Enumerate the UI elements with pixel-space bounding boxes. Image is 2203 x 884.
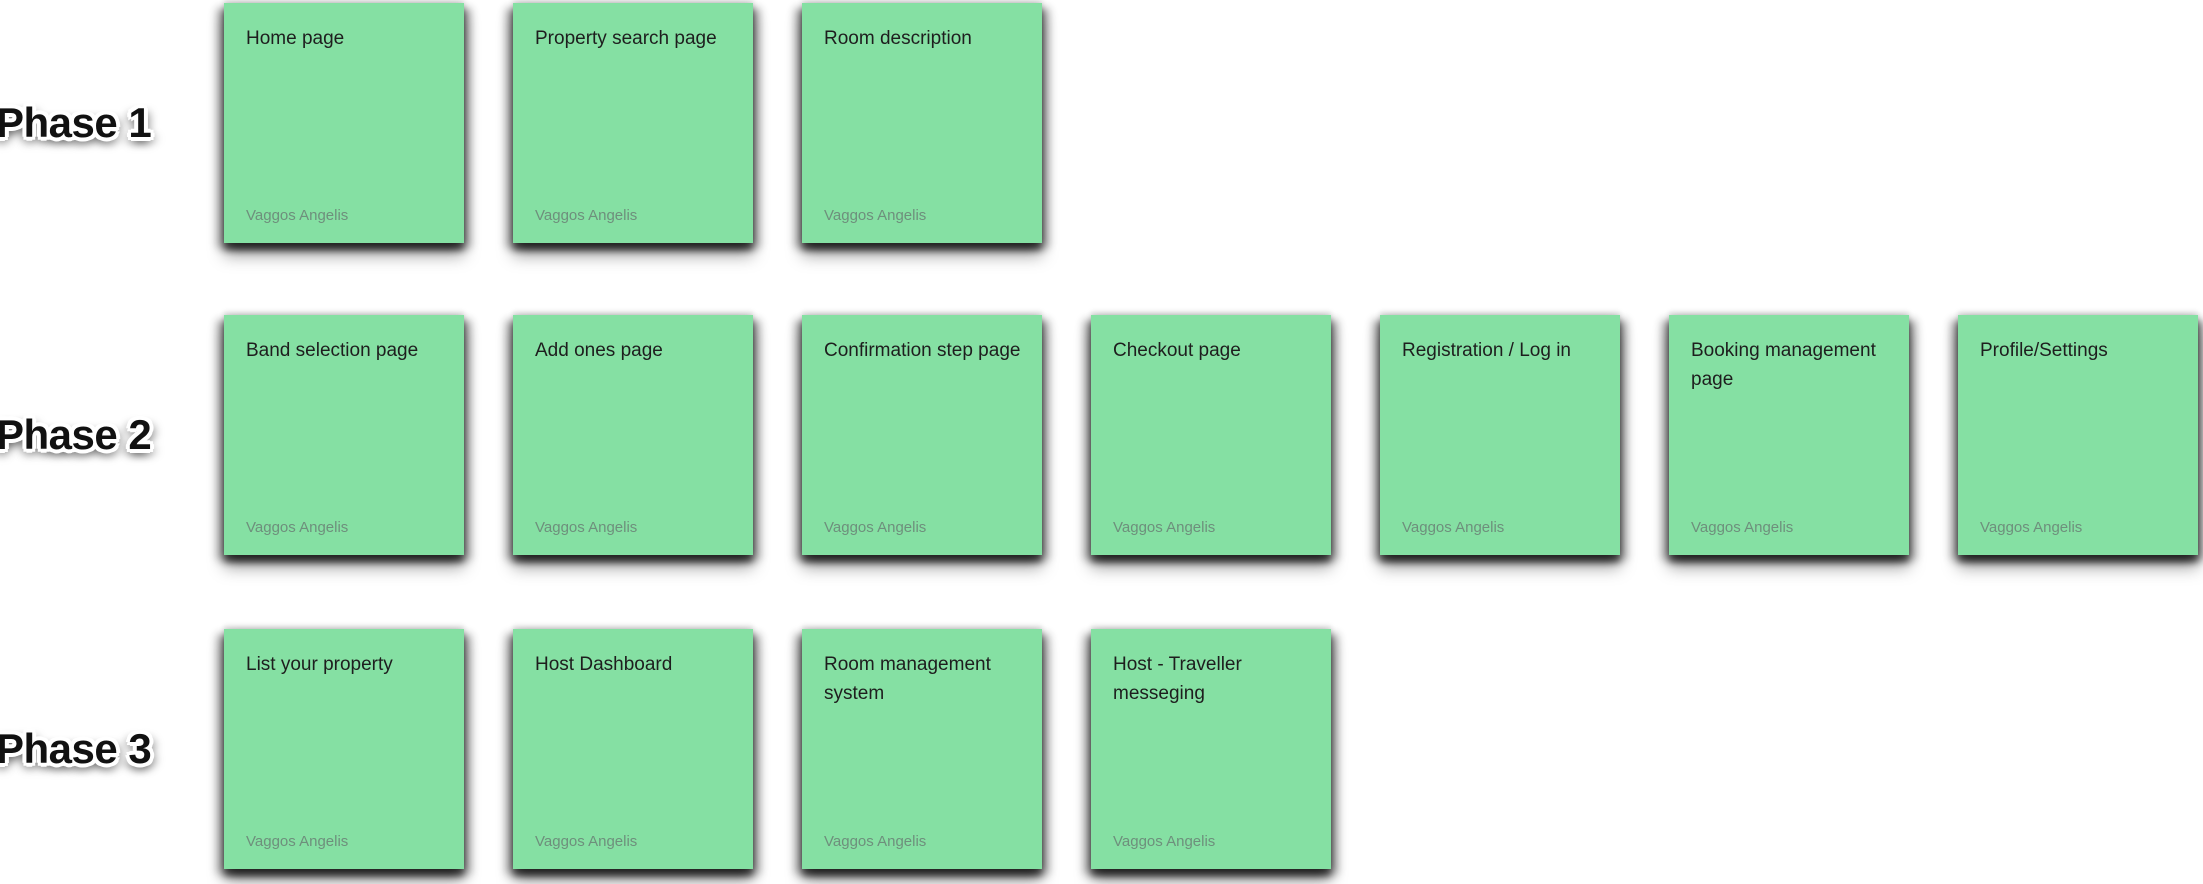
sticky-note-author: Vaggos Angelis: [246, 207, 349, 224]
sticky-note-title: Add ones page: [535, 340, 663, 361]
sticky-note-title: Profile/Settings: [1980, 340, 2108, 361]
sticky-note-author: Vaggos Angelis: [246, 519, 349, 536]
sticky-note-author: Vaggos Angelis: [824, 207, 927, 224]
sticky-note-author: Vaggos Angelis: [246, 833, 349, 850]
sticky-note-title: Property search page: [535, 28, 717, 49]
sticky-note-author: Vaggos Angelis: [535, 833, 638, 850]
phase-label[interactable]: Phase 3: [0, 725, 152, 772]
phase-label[interactable]: Phase 2: [0, 411, 152, 458]
sticky-note-title: Room description: [824, 28, 972, 49]
sticky-note-title: Registration / Log in: [1402, 340, 1571, 361]
sticky-note-author: Vaggos Angelis: [535, 207, 638, 224]
sticky-note-author: Vaggos Angelis: [824, 519, 927, 536]
sticky-note-title: Confirmation step page: [824, 340, 1021, 361]
sticky-note-title: Home page: [246, 28, 345, 49]
phase-label[interactable]: Phase 1: [0, 99, 152, 146]
sticky-note-title: Checkout page: [1113, 340, 1241, 361]
sticky-note-title: List your property: [246, 654, 393, 675]
sticky-note-title: Band selection page: [246, 340, 419, 361]
sticky-note-title: Booking management page: [1691, 340, 1876, 390]
sticky-note-author: Vaggos Angelis: [535, 519, 638, 536]
sticky-note[interactable]: Registration / Log in Vaggos Angelis: [1380, 315, 1620, 555]
sticky-note-author: Vaggos Angelis: [1980, 519, 2083, 536]
sticky-note-title: Host Dashboard: [535, 654, 673, 675]
sticky-note-author: Vaggos Angelis: [1691, 519, 1794, 536]
sticky-note-title: Host - Traveller messeging: [1113, 654, 1242, 704]
sticky-note-author: Vaggos Angelis: [1113, 833, 1216, 850]
sticky-note-author: Vaggos Angelis: [1113, 519, 1216, 536]
sticky-note-author: Vaggos Angelis: [824, 833, 927, 850]
sticky-note-title: Room management system: [824, 654, 991, 704]
sticky-note-author: Vaggos Angelis: [1402, 519, 1505, 536]
